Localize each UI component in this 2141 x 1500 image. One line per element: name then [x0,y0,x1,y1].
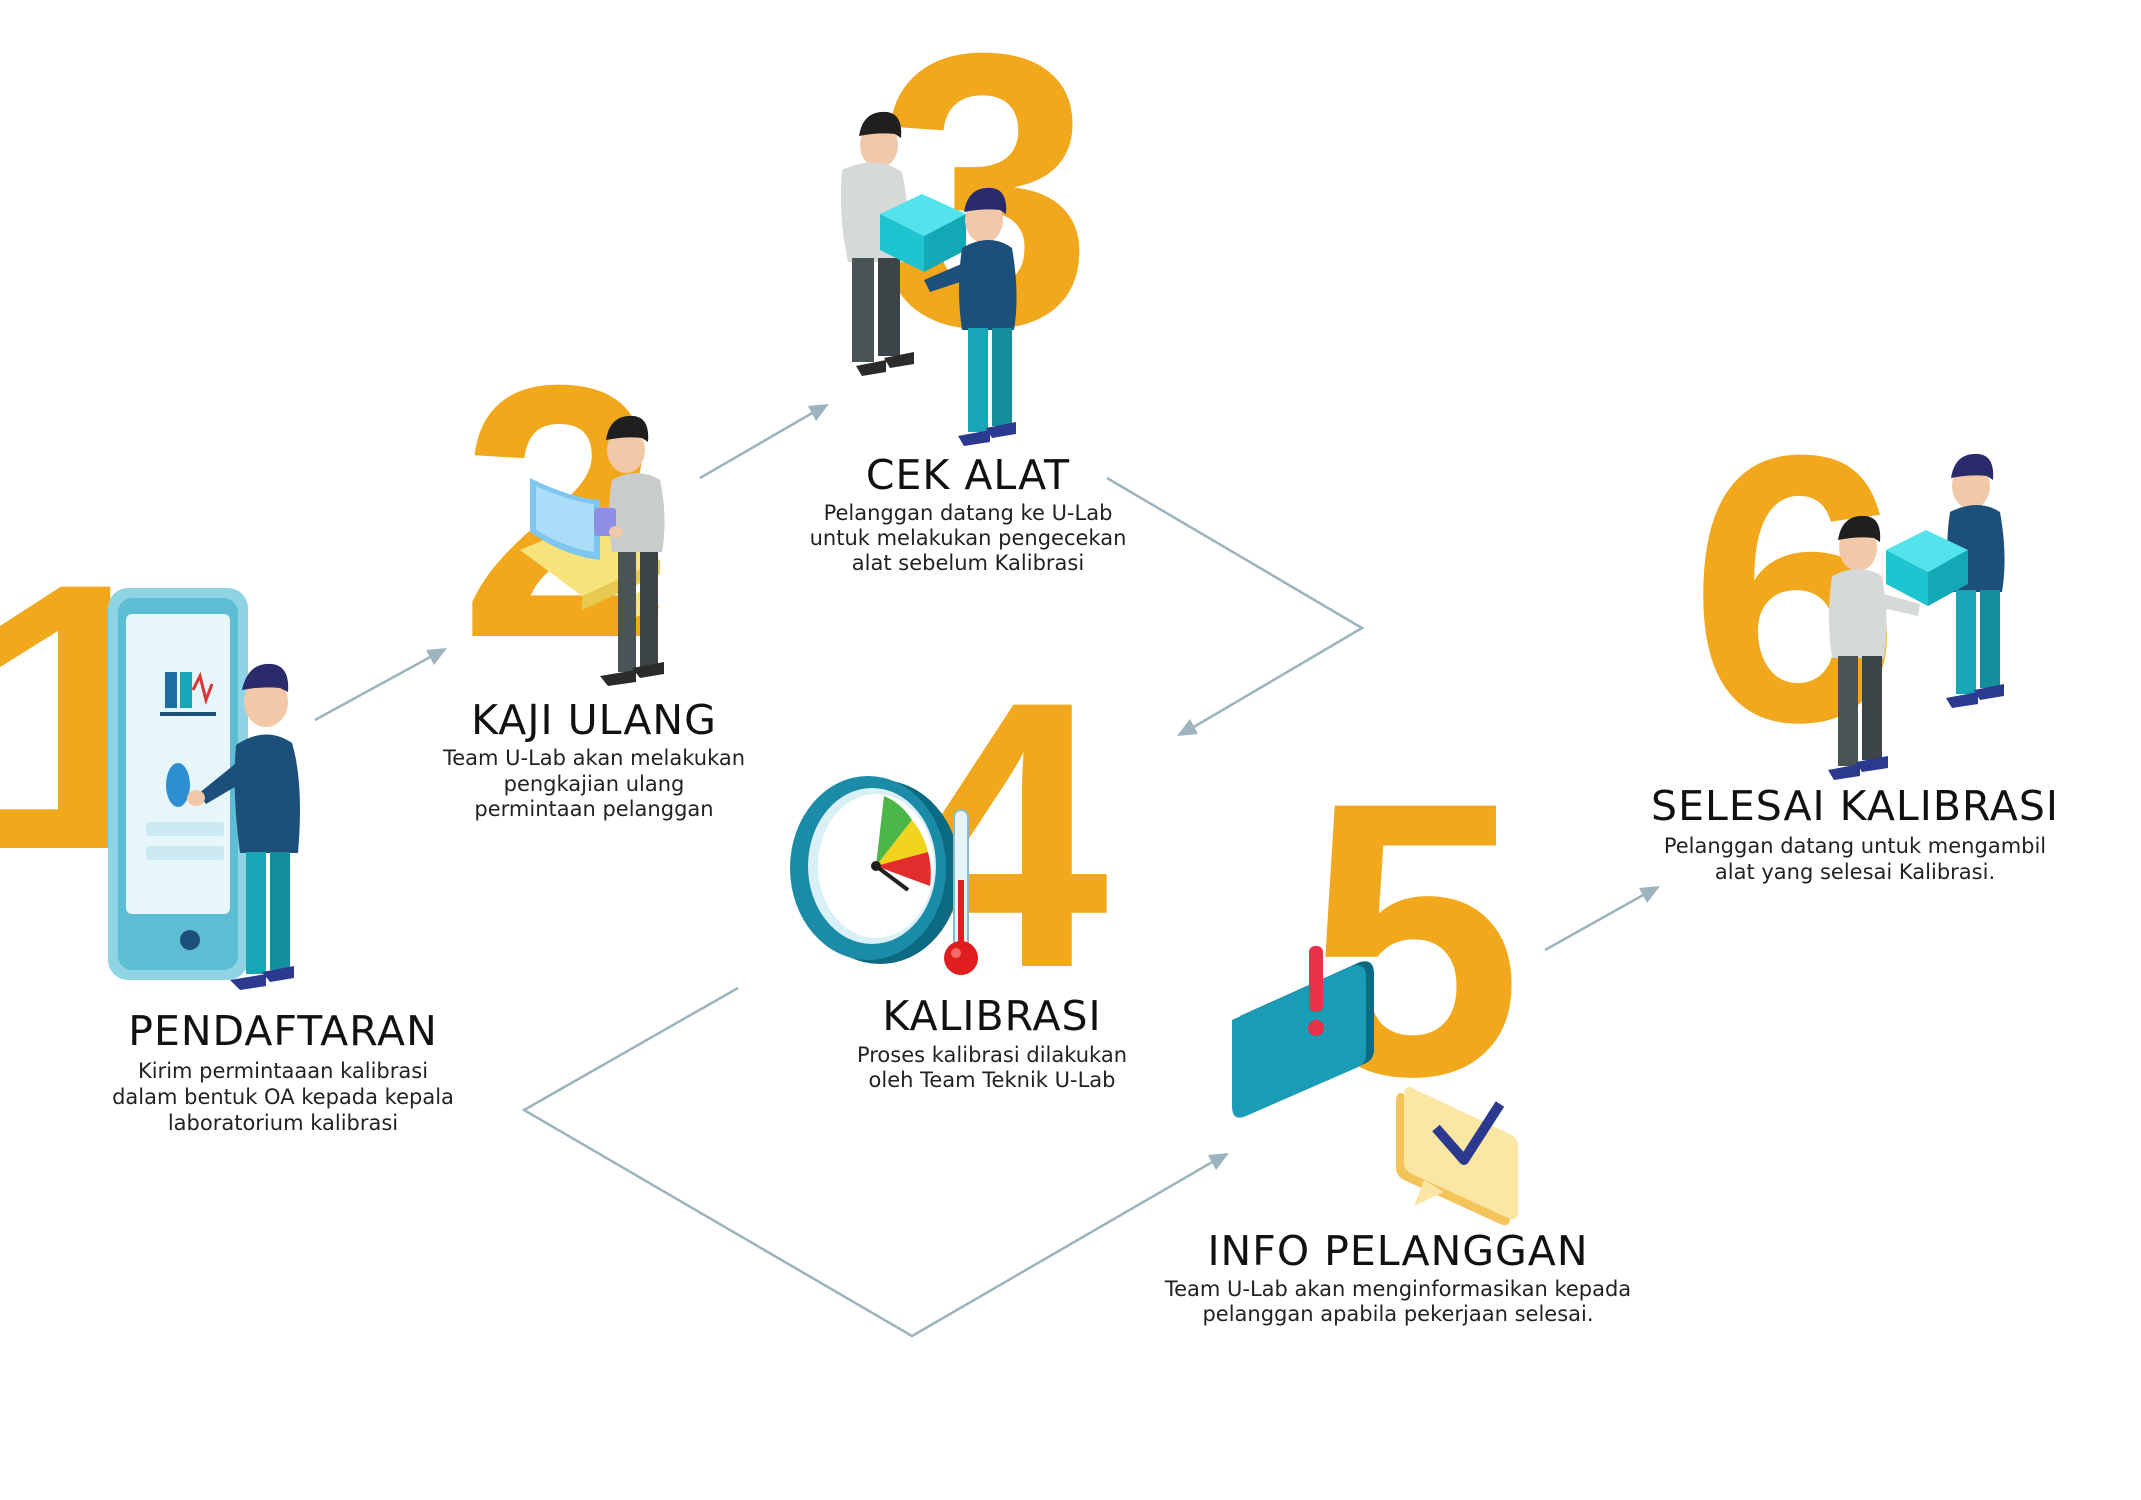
alert-and-check-chat-icon [1232,946,1518,1226]
step-title: KAJI ULANG [471,696,717,744]
step-desc-line-3: permintaan pelanggan [474,797,713,821]
step-desc-line-2: oleh Team Teknik U-Lab [869,1068,1116,1092]
person-reviewing-document-icon [520,415,665,686]
arrow-2-to-3 [699,404,829,480]
gauge-thermometer-icon [790,776,978,975]
arrow-1-to-2 [314,648,447,722]
step-desc-line-1: Pelanggan datang ke U-Lab [824,501,1113,525]
step-desc-line-1: Team U-Lab akan menginformasikan kepada [1164,1277,1631,1301]
smartphone-registration-icon [108,588,300,990]
step-title: KALIBRASI [882,992,1101,1040]
step-title: SELESAI KALIBRASI [1651,782,2059,830]
step-2: 2 KAJI ULANG Team U-Lab akan melakukan p… [442,311,745,821]
step-desc-line-3: laboratorium kalibrasi [168,1111,398,1135]
step-1: 1 PENDAFTAR [0,504,454,1135]
step-desc-line-2: alat yang selesai Kalibrasi. [1715,860,1995,884]
step-4: 4 KALIBRASI Proses kalibrasi dilakukan o… [790,622,1127,1092]
step-desc-line-2: pelanggan apabila pekerjaan selesai. [1202,1302,1593,1326]
step-desc-line-1: Team U-Lab akan melakukan [442,746,745,770]
step-6: 6 SELESAI KALIBRASI Pelanggan datan [1651,376,2059,884]
step-desc-line-1: Kirim permintaaan kalibrasi [138,1059,428,1083]
step-title: INFO PELANGGAN [1207,1227,1588,1275]
step-title: CEK ALAT [866,451,1070,499]
handover-box-icon [1828,453,2005,780]
step-desc-line-2: dalam bentuk OA kepada kepala [112,1085,454,1109]
step-5: 5 INFO PELANGGAN Team U-Lab akan menginf… [1164,721,1631,1326]
handover-box-icon [840,111,1017,446]
step-desc-line-3: alat sebelum Kalibrasi [852,551,1084,575]
step-number: 5 [1306,721,1523,1157]
step-desc-line-1: Pelanggan datang untuk mengambil [1664,834,2046,858]
arrow-3-to-4 [1106,476,1365,736]
arrow-5-to-6 [1544,886,1660,952]
flow-arrows [314,404,1660,1338]
step-3: 3 CEK ALAT Pelanggan datang ke U-La [810,0,1127,575]
step-desc-line-1: Proses kalibrasi dilakukan [857,1043,1127,1067]
arrow-4-to-5 [521,986,1229,1338]
step-title: PENDAFTARAN [128,1007,438,1055]
step-desc-line-2: untuk melakukan pengecekan [810,526,1127,550]
step-desc-line-2: pengkajian ulang [504,772,685,796]
